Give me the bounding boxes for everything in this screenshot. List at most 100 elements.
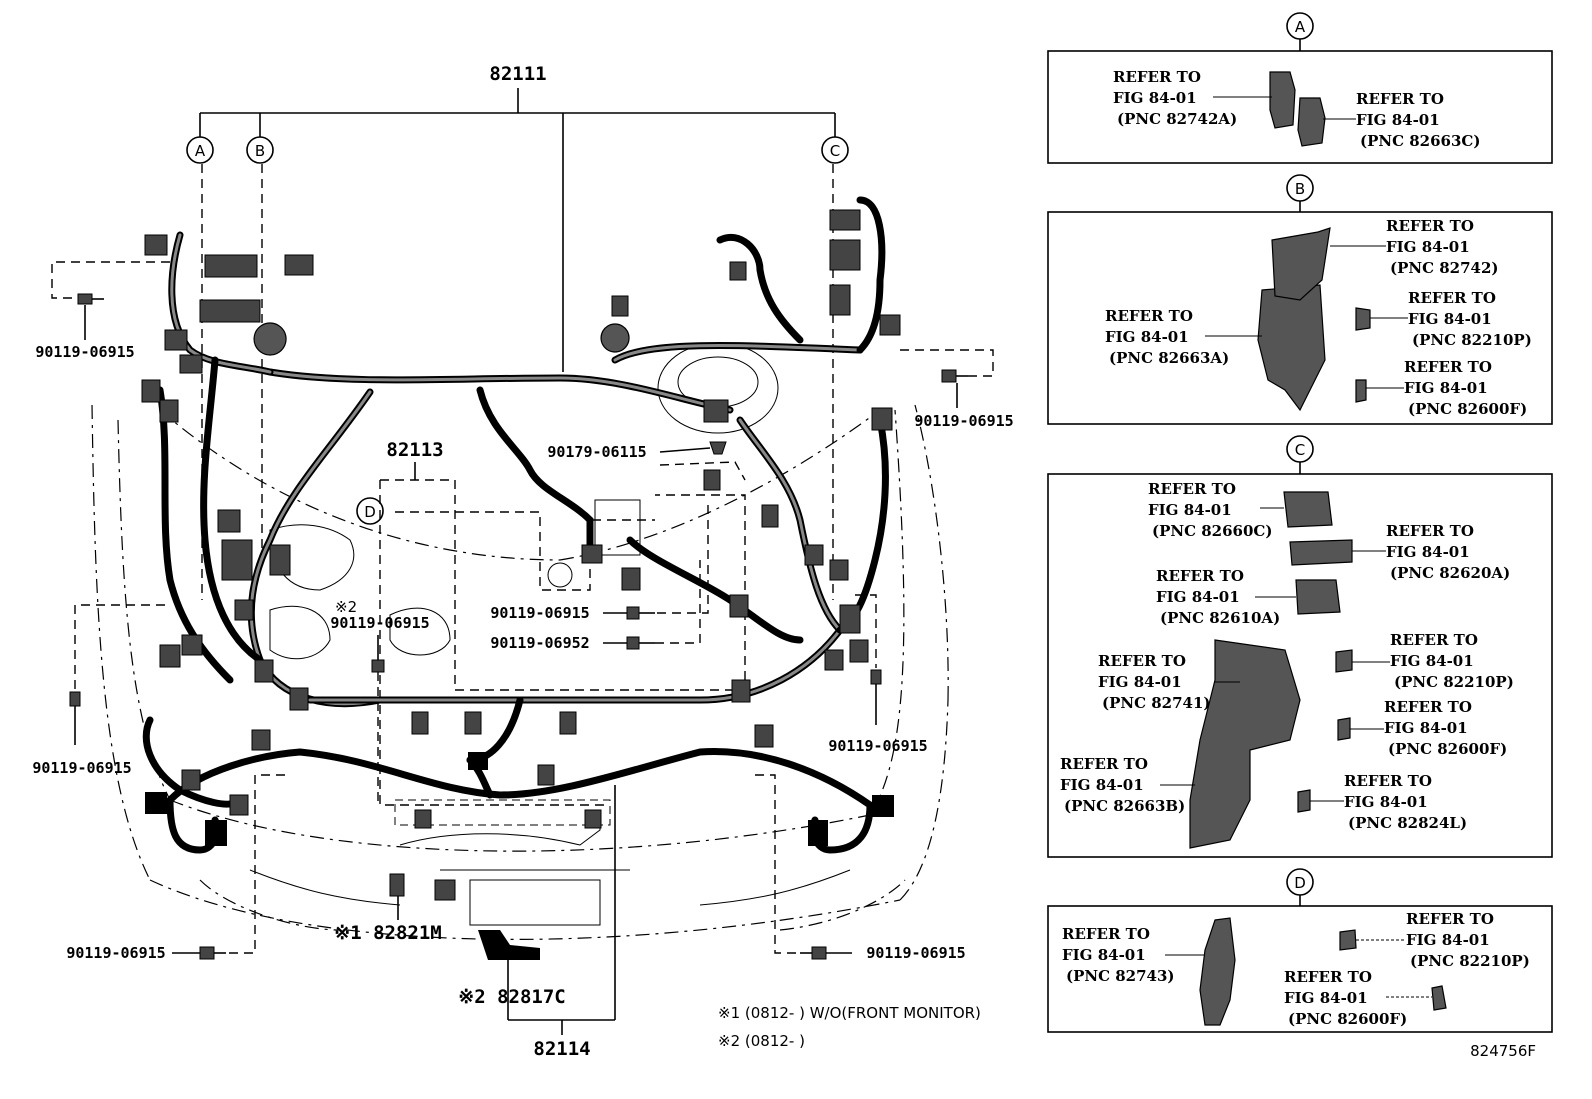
note-2: ※2 (0812- ) <box>718 1032 805 1050</box>
svg-text:FIG 84-01: FIG 84-01 <box>1386 238 1470 256</box>
svg-text:FIG 84-01: FIG 84-01 <box>1406 931 1490 949</box>
connector-label-82817c: ※2 82817C <box>458 986 565 1008</box>
bolt-engine-right <box>603 505 709 620</box>
callout-d-detail: D <box>1286 868 1314 906</box>
detail-b-ref-2: REFER TO FIG 84-01 (PNC 82663A) <box>1105 307 1229 367</box>
bolt-label-9: 90119-06952 <box>490 634 589 652</box>
sub-harness-bracket <box>507 785 616 1035</box>
detail-box-c <box>1047 473 1553 858</box>
svg-text:REFER TO: REFER TO <box>1390 631 1478 649</box>
harness-label-82114: 82114 <box>533 1038 590 1060</box>
detail-b-ref-1: REFER TO FIG 84-01 (PNC 82742) <box>1386 217 1499 277</box>
svg-text:(PNC 82210P): (PNC 82210P) <box>1394 673 1514 691</box>
svg-text:FIG 84-01: FIG 84-01 <box>1105 328 1189 346</box>
svg-text:(PNC 82600F): (PNC 82600F) <box>1408 400 1527 418</box>
svg-text:(PNC 82210P): (PNC 82210P) <box>1412 331 1532 349</box>
detail-d-parts <box>1165 917 1447 1026</box>
sensor-label-82821m: ※1 82821M <box>334 922 441 944</box>
bolt-bottom-right <box>755 774 852 960</box>
svg-text:(PNC 82663C): (PNC 82663C) <box>1360 132 1480 150</box>
detail-a-ref-2: REFER TO FIG 84-01 (PNC 82663C) <box>1356 90 1480 150</box>
bolt-label-7: 90119-06915 <box>490 604 589 622</box>
detail-d-ref-2: REFER TO FIG 84-01 (PNC 82210P) <box>1406 910 1530 970</box>
svg-text:REFER TO: REFER TO <box>1408 289 1496 307</box>
svg-text:REFER TO: REFER TO <box>1284 968 1372 986</box>
detail-a-parts <box>1213 71 1356 147</box>
svg-text:REFER TO: REFER TO <box>1148 480 1236 498</box>
svg-text:FIG 84-01: FIG 84-01 <box>1062 946 1146 964</box>
svg-text:(PNC 82620A): (PNC 82620A) <box>1390 564 1510 582</box>
bolt-label-5: 90119-06915 <box>66 944 165 962</box>
callout-d-main: D <box>356 497 384 525</box>
svg-text:REFER TO: REFER TO <box>1386 217 1474 235</box>
svg-text:FIG 84-01: FIG 84-01 <box>1408 310 1492 328</box>
svg-text:FIG 84-01: FIG 84-01 <box>1344 793 1428 811</box>
detail-a-ref-1: REFER TO FIG 84-01 (PNC 82742A) <box>1113 68 1237 128</box>
detail-c-ref-7: REFER TO FIG 84-01 (PNC 82663B) <box>1060 755 1185 815</box>
clip-90179 <box>659 441 746 481</box>
engine-outline <box>269 479 746 846</box>
callout-a-main: A <box>186 136 214 164</box>
harness-label-82111: 82111 <box>489 63 546 85</box>
callout-c-main: C <box>821 136 849 164</box>
svg-text:REFER TO: REFER TO <box>1356 90 1444 108</box>
svg-text:(PNC 82742A): (PNC 82742A) <box>1117 110 1237 128</box>
clip-label: 90179-06115 <box>547 443 646 461</box>
detail-c-ref-6: REFER TO FIG 84-01 (PNC 82600F) <box>1384 698 1507 758</box>
svg-text:FIG 84-01: FIG 84-01 <box>1148 501 1232 519</box>
svg-text:D: D <box>1294 874 1306 892</box>
main-harness-wires <box>142 196 889 808</box>
svg-text:(PNC 82824L): (PNC 82824L) <box>1348 814 1467 832</box>
svg-text:A: A <box>1295 18 1306 36</box>
svg-text:C: C <box>1295 441 1305 459</box>
harness-label-82113: 82113 <box>386 439 443 461</box>
bolt-label-1: 90119-06915 <box>35 343 134 361</box>
bolt-label-2: 90119-06915 <box>914 412 1013 430</box>
drawing-id: 824756F <box>1470 1042 1536 1060</box>
detail-box-b <box>1047 211 1553 425</box>
svg-text:REFER TO: REFER TO <box>1098 652 1186 670</box>
bolt-engine-center <box>371 635 385 805</box>
callout-c-detail: C <box>1286 435 1314 474</box>
detail-c-ref-5: REFER TO FIG 84-01 (PNC 82741) <box>1098 652 1211 712</box>
bolt-right-middle <box>855 594 882 725</box>
svg-text:REFER TO: REFER TO <box>1386 522 1474 540</box>
callout-b-detail: B <box>1286 174 1314 212</box>
svg-text:(PNC 82600F): (PNC 82600F) <box>1388 740 1507 758</box>
svg-text:FIG 84-01: FIG 84-01 <box>1113 89 1197 107</box>
detail-c-ref-3: REFER TO FIG 84-01 (PNC 82610A) <box>1156 567 1280 627</box>
detail-d-ref-3: REFER TO FIG 84-01 (PNC 82600F) <box>1284 968 1407 1028</box>
svg-text:REFER TO: REFER TO <box>1062 925 1150 943</box>
svg-text:FIG 84-01: FIG 84-01 <box>1284 989 1368 1007</box>
svg-text:B: B <box>1295 180 1305 198</box>
bolt-label-3: 90119-06915 <box>32 759 131 777</box>
detail-c-ref-8: REFER TO FIG 84-01 (PNC 82824L) <box>1344 772 1467 832</box>
detail-c-ref-4: REFER TO FIG 84-01 (PNC 82210P) <box>1390 631 1514 691</box>
svg-text:REFER TO: REFER TO <box>1404 358 1492 376</box>
bolt-label-4: 90119-06915 <box>828 737 927 755</box>
detail-box-a <box>1047 50 1553 164</box>
harness-connectors <box>141 209 901 960</box>
detail-b-ref-3: REFER TO FIG 84-01 (PNC 82210P) <box>1408 289 1532 349</box>
detail-c-parts <box>1160 491 1390 849</box>
svg-text:REFER TO: REFER TO <box>1156 567 1244 585</box>
svg-text:FIG 84-01: FIG 84-01 <box>1404 379 1488 397</box>
svg-text:C: C <box>830 142 840 160</box>
svg-text:FIG 84-01: FIG 84-01 <box>1098 673 1182 691</box>
detail-c-ref-2: REFER TO FIG 84-01 (PNC 82620A) <box>1386 522 1510 582</box>
detail-box-d <box>1047 905 1553 1033</box>
svg-text:FIG 84-01: FIG 84-01 <box>1390 652 1474 670</box>
svg-text:REFER TO: REFER TO <box>1113 68 1201 86</box>
svg-text:(PNC 82741): (PNC 82741) <box>1102 694 1211 712</box>
svg-text:REFER TO: REFER TO <box>1060 755 1148 773</box>
svg-text:B: B <box>255 142 265 160</box>
svg-text:REFER TO: REFER TO <box>1105 307 1193 325</box>
svg-text:REFER TO: REFER TO <box>1384 698 1472 716</box>
bolt-bottom-left <box>172 774 285 960</box>
svg-text:(PNC 82663B): (PNC 82663B) <box>1064 797 1185 815</box>
callout-a-detail: A <box>1286 12 1314 51</box>
bolt-upper-left <box>51 261 170 340</box>
svg-text:FIG 84-01: FIG 84-01 <box>1156 588 1240 606</box>
svg-text:D: D <box>364 503 376 521</box>
